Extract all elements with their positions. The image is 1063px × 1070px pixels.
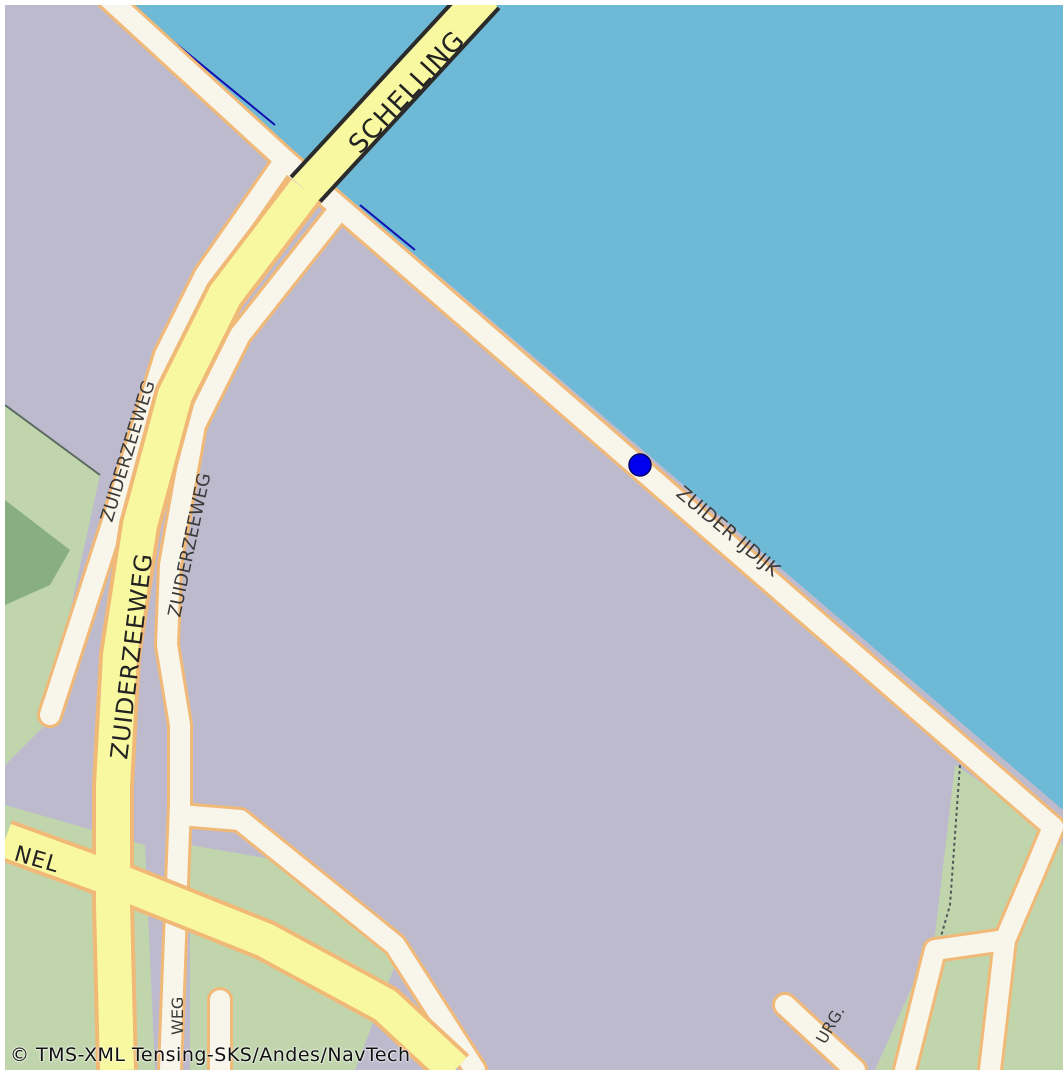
park-area-dark — [5, 500, 70, 605]
road-zuiderzeeweg-right — [157, 205, 345, 1070]
minor-roads — [40, 5, 1063, 1070]
water-area — [130, 5, 1063, 810]
label-weg: WEG — [168, 997, 187, 1035]
location-dot-icon[interactable] — [628, 453, 652, 477]
road-zuider-ijdijk — [275, 150, 1063, 837]
map-canvas: SCHELLING ZUIDERZEEWEG ZUIDERZEEWEG ZUID… — [5, 5, 1063, 1070]
road-zuiderzeeweg-left — [40, 150, 295, 725]
boundary-line — [5, 404, 101, 476]
road-schelling — [292, 5, 498, 202]
shoreline — [359, 204, 416, 251]
park-area — [5, 405, 100, 765]
motorways — [5, 5, 498, 1070]
boundary-line — [939, 764, 961, 941]
map-viewport[interactable]: SCHELLING ZUIDERZEEWEG ZUIDERZEEWEG ZUID… — [5, 5, 1063, 1070]
map-attribution: © TMS-XML Tensing-SKS/Andes/NavTech — [10, 1044, 411, 1066]
road-nel — [5, 824, 467, 1070]
